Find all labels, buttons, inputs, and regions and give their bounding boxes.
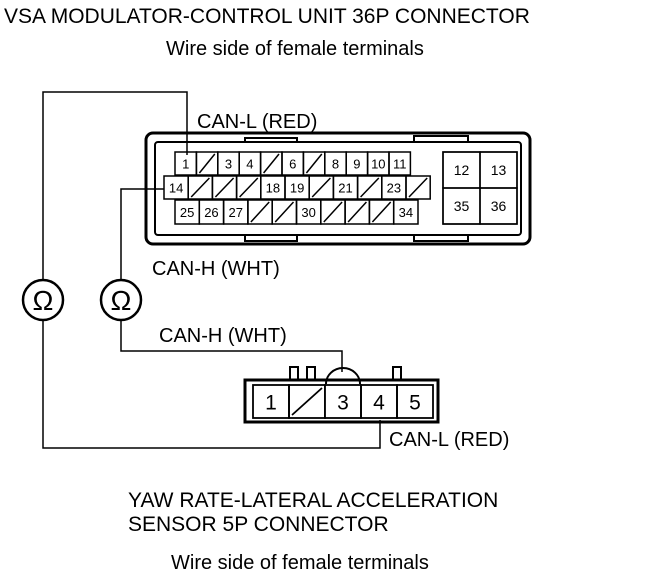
connector-36p-tab-bottom-right [413,235,469,242]
pin36-row2-label: 19 [290,181,304,196]
connector-5p-housing [243,378,440,424]
pin36-large-label: 12 [454,162,470,178]
pin36-row2-label: 14 [169,181,183,196]
ohmmeter-left-ring [21,278,65,322]
pin36-row3-label: 25 [180,205,194,220]
pin36-row3-label: 26 [204,205,218,220]
wires [42,91,381,449]
pin36-row2-blank-slash [311,177,331,198]
pin36-row3-cell [392,199,419,225]
pin36-large-label: 36 [491,198,507,214]
pin36-row1-blank-slash [198,153,216,174]
pin5-label: 1 [265,392,277,415]
pin36-row1-label: 11 [393,157,407,172]
pin5-cell [396,384,434,419]
pin36-row1-blank-slash [263,153,280,174]
pin36-row3-blank-slash [347,201,367,223]
connector-5p [243,366,440,424]
pin36-row2-cell [405,175,431,200]
label-can-l-top: CAN-L (RED) [197,111,317,133]
pin36-row1-label: 8 [332,157,339,172]
pin36-row1-cell [388,151,412,176]
ohmmeter-icon: Ω [21,278,65,322]
pin36-row3-blank-slash [323,201,343,223]
pin36-row2-label: 21 [338,181,352,196]
pin36-row3-blank-slash [250,201,270,223]
connector-36p-tab-top-right [413,135,469,142]
pin36-row3-label: 34 [399,205,413,220]
pin5-label: 3 [337,392,349,415]
ohmmeter-right-symbol: Ω [111,285,132,316]
label-can-h-mid: CAN-H (WHT) [152,258,280,280]
pin36-row1-label: 6 [289,157,296,172]
wire-can-h [120,188,343,372]
label-can-h-low: CAN-H (WHT) [159,325,287,347]
pin36-row1-label: 4 [246,157,253,172]
ohmmeter-icon: Ω [99,278,143,322]
connector-36p-tab-top-left [244,137,298,142]
wire-can-l [42,91,381,449]
pin5-label: 4 [373,392,385,415]
ohmmeter-right-ring [99,278,143,322]
pin5-cell [324,384,362,419]
pin36-row3-blank-slash [371,201,392,223]
pin36-row3-blank-slash [274,201,295,223]
pin36-row1-label: 3 [225,157,232,172]
connector-5p-latch-left [289,366,299,380]
label-can-l-bottom: CAN-L (RED) [389,429,509,451]
pin36-row1-label: 1 [182,157,189,172]
connector-36p-tab-bottom-left [244,235,298,242]
pin36-large-label: 13 [491,162,507,178]
footer-title-line1: YAW RATE-LATERAL ACCELERATION [128,489,498,512]
pin5-label: 5 [409,392,421,415]
pin36-row3-label: 30 [301,205,315,220]
connector-5p-probe-arc [325,367,361,385]
pin36-row2-blank-slash [408,177,428,198]
ohmmeter-left-symbol: Ω [33,285,54,316]
pin36-row2-label: 23 [387,181,401,196]
pin36-row1-blank-slash [305,153,323,174]
diagram-title: VSA MODULATOR-CONTROL UNIT 36P CONNECTOR [4,5,530,28]
pin36-row2-blank-slash [360,177,380,198]
pin36-row2-blank-slash [214,177,235,198]
footer-title-line2: SENSOR 5P CONNECTOR [128,513,389,536]
connector-5p-pins: 1 3 4 5 [252,384,434,419]
footer-subtitle: Wire side of female terminals [171,552,429,574]
pin36-row2-blank-slash [239,177,259,198]
connector-5p-latch-right [392,366,402,380]
pin36-large-label: 35 [454,198,470,214]
pin36-row1-label: 9 [353,157,360,172]
pin5-blank-slash [291,387,323,416]
connector-5p-latch-mid [306,366,316,380]
pin36-row1-label: 10 [371,157,385,172]
diagram-subtitle: Wire side of female terminals [166,38,424,60]
pin36-row2-label: 18 [266,181,280,196]
pin36-row2-blank-slash [190,177,210,198]
pin36-large-cell [479,187,518,225]
pin36-row3-label: 27 [229,205,243,220]
